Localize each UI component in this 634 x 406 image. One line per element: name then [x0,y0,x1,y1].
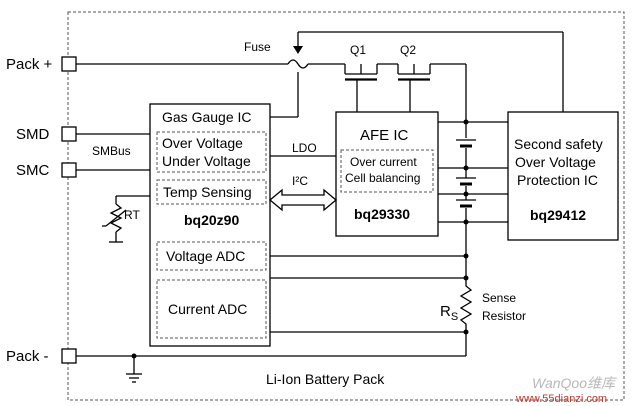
gas-gauge-title: Gas Gauge IC [162,109,252,125]
under-voltage-label: Under Voltage [162,153,251,169]
watermark-logo: WanQoo维库 [532,375,617,391]
temp-sensing-label: Temp Sensing [163,184,252,200]
voltage-adc-block [156,241,267,271]
second-safety-line3: Protection IC [517,172,598,188]
cell-balancing-label: Cell balancing [345,171,420,185]
rs-label: RS [440,303,458,323]
rt-label: RT [124,208,140,222]
i2c-bus-arrow [268,188,338,212]
pack-plus-label: Pack + [6,56,53,73]
wiring [76,31,564,383]
pack-minus-label: Pack - [6,348,49,365]
current-adc-block [156,279,267,339]
gas-gauge-part: bq20z90 [184,212,239,228]
resistor-label: Resistor [482,309,526,323]
temp-sensing-block [156,179,267,205]
battery-pack-label: Li-Ion Battery Pack [266,371,385,387]
smc-terminal [61,162,77,178]
i2c-label: I²C [292,174,308,188]
q2-label: Q2 [400,43,416,57]
battery-pack-boundary [67,11,625,401]
afe-part: bq29330 [354,206,410,222]
second-safety-line1: Second safety [514,136,603,152]
smd-terminal [61,126,77,142]
afe-protection-block [340,149,434,193]
second-safety-ic [507,111,619,241]
afe-title: AFE IC [360,127,409,144]
q1-label: Q1 [350,43,366,57]
sense-label: Sense [482,291,516,305]
smd-label: SMD [16,126,50,143]
ldo-label: LDO [292,141,317,155]
over-voltage-label: Over Voltage [162,135,243,151]
fuse-label: Fuse [244,40,271,54]
current-adc-label: Current ADC [168,301,247,317]
gas-gauge-ic [149,103,271,347]
smc-label: SMC [16,162,50,179]
second-safety-line2: Over Voltage [515,154,596,170]
over-current-label: Over current [350,155,417,169]
afe-ic [335,111,439,237]
ov-uv-block [156,131,267,173]
pack-minus-terminal [61,348,77,364]
battery-cells [456,139,476,208]
q2-mosfet-icon [397,64,431,81]
voltage-adc-label: Voltage ADC [166,248,245,264]
smbus-label: SMBus [92,144,131,158]
watermark-url: www.55dianzi.com [515,393,607,405]
pack-plus-terminal [61,56,77,72]
second-safety-part: bq29412 [530,207,586,223]
q1-mosfet-icon [344,64,378,81]
